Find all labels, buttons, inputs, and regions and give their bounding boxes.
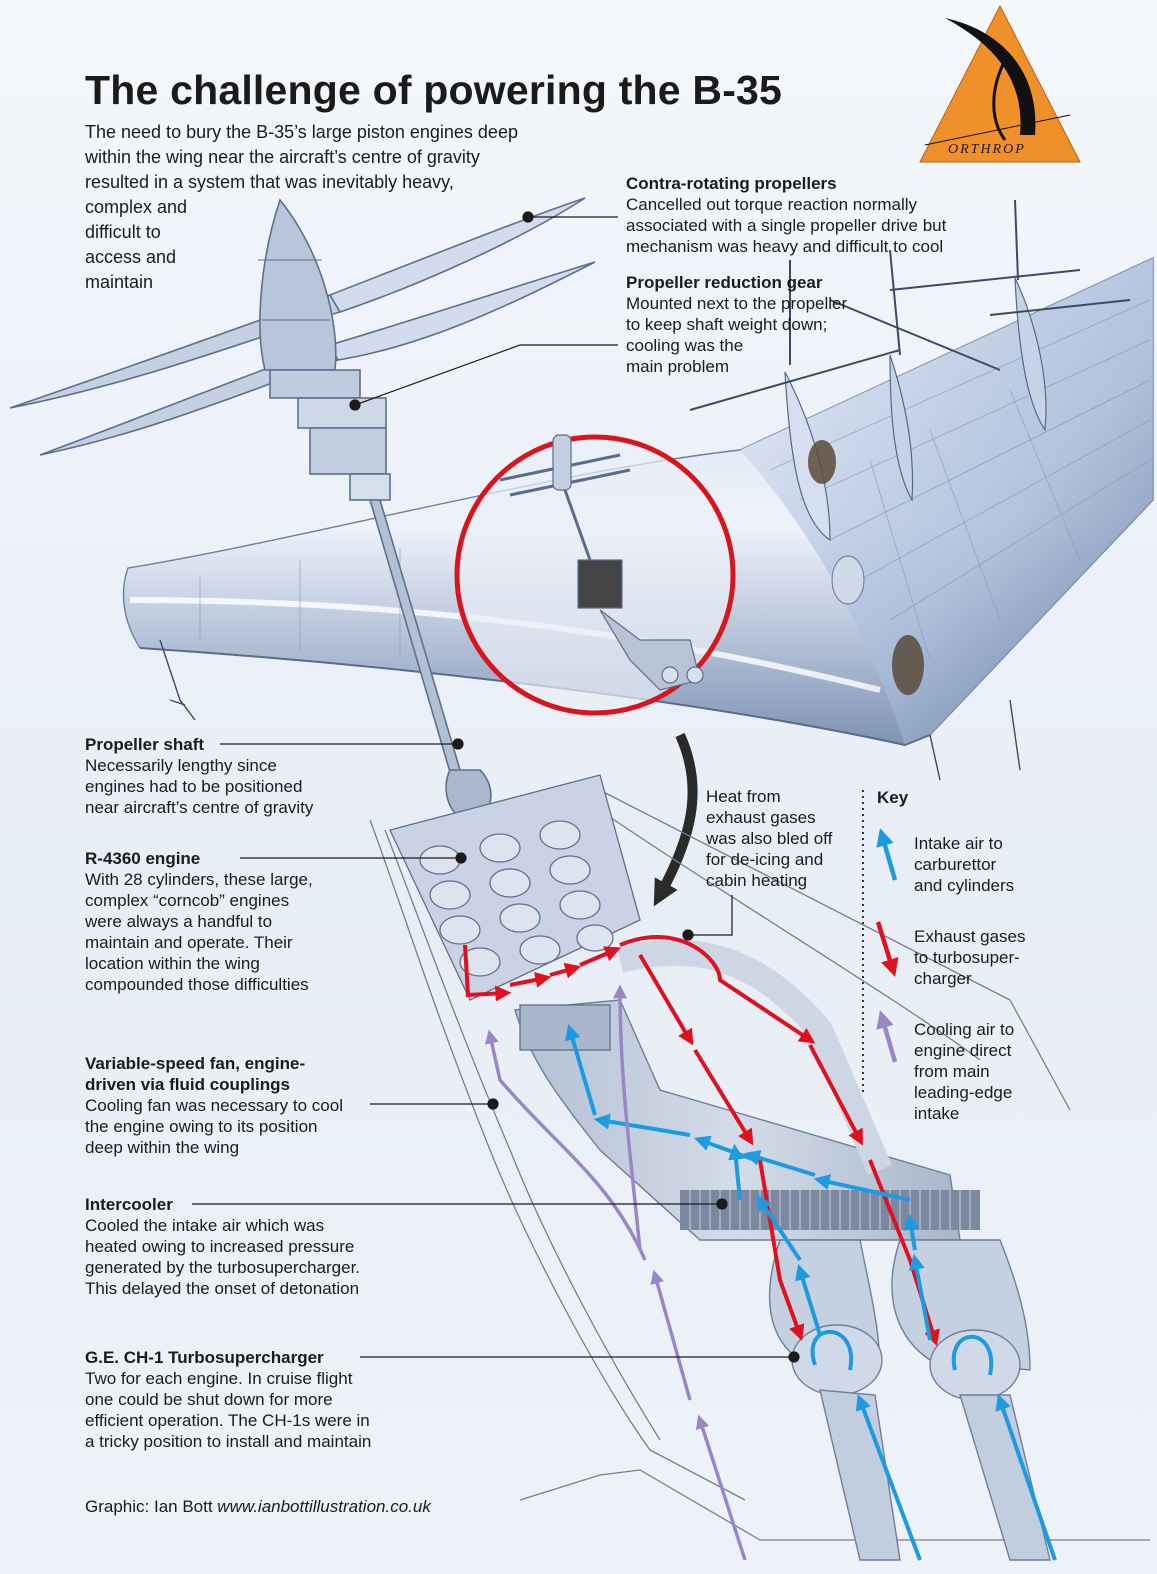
callout-contra-rotating-propellers: Contra-rotating propellers Cancelled out… [626, 173, 946, 257]
key-exhaust-arrow [875, 921, 899, 977]
callout-body: Necessarily lengthy since engines had to… [85, 756, 314, 817]
page-title: The challenge of powering the B-35 [85, 67, 783, 113]
callout-title: Intercooler [85, 1195, 173, 1214]
key-title: Key [877, 788, 909, 807]
northrop-wordmark: ORTHROP [948, 142, 1026, 157]
northrop-logo [919, 4, 1081, 163]
callout-propeller-reduction-gear: Propeller reduction gear Mounted next to… [626, 272, 847, 377]
highlight-circle [454, 434, 736, 716]
r4360-engine [389, 774, 641, 1051]
intake-flow [565, 1023, 1057, 1561]
callout-body: Heat from exhaust gases was also bled of… [706, 787, 833, 890]
callout-title: Propeller shaft [85, 735, 205, 754]
callout-body: With 28 cylinders, these large, complex … [85, 870, 313, 994]
callout-propeller-shaft: Propeller shaft Necessarily lengthy sinc… [85, 734, 313, 818]
callout-variable-speed-fan: Variable-speed fan, engine- driven via f… [85, 1053, 343, 1158]
callout-body: Two for each engine. In cruise flight on… [85, 1369, 372, 1451]
key-item-cooling: Cooling air to engine direct from main l… [914, 1020, 1015, 1123]
callout-title: R-4360 engine [85, 849, 201, 868]
callout-body: Cooled the intake air which was heated o… [85, 1216, 361, 1298]
callout-body: Mounted next to the propeller to keep sh… [626, 294, 848, 376]
key-legend [862, 790, 899, 1095]
callout-body: Cooling fan was necessary to cool the en… [85, 1096, 343, 1157]
key-intake-arrow [876, 828, 898, 881]
intercooler-core [680, 1190, 980, 1230]
graphic-credit: Graphic: Ian Bott www.ianbottillustratio… [85, 1497, 431, 1517]
credit-url: www.ianbottillustration.co.uk [217, 1497, 431, 1516]
callout-title: Variable-speed fan, engine- driven via f… [85, 1054, 306, 1094]
zoom-arrow [653, 732, 698, 907]
intro-text: The need to bury the B-35’s large piston… [85, 122, 518, 292]
key-item-exhaust: Exhaust gases to turbosuper- charger [914, 927, 1026, 988]
callout-intercooler: Intercooler Cooled the intake air which … [85, 1194, 360, 1299]
credit-prefix: Graphic: Ian Bott [85, 1497, 218, 1516]
callout-body: Cancelled out torque reaction normally a… [626, 195, 947, 256]
callout-title: Contra-rotating propellers [626, 174, 837, 193]
cooling-air-flow [484, 984, 747, 1561]
callout-title: Propeller reduction gear [626, 273, 823, 292]
callout-leaders [192, 211, 800, 1363]
callout-r4360-engine: R-4360 engine With 28 cylinders, these l… [85, 848, 313, 995]
key-cooling-arrow [876, 1010, 898, 1063]
callout-heat-bleed: Heat from exhaust gases was also bled of… [706, 786, 832, 891]
callout-title: G.E. CH-1 Turbosupercharger [85, 1348, 324, 1367]
callout-turbosupercharger: G.E. CH-1 Turbosupercharger Two for each… [85, 1347, 371, 1452]
key-item-intake: Intake air to carburettor and cylinders [914, 834, 1015, 895]
